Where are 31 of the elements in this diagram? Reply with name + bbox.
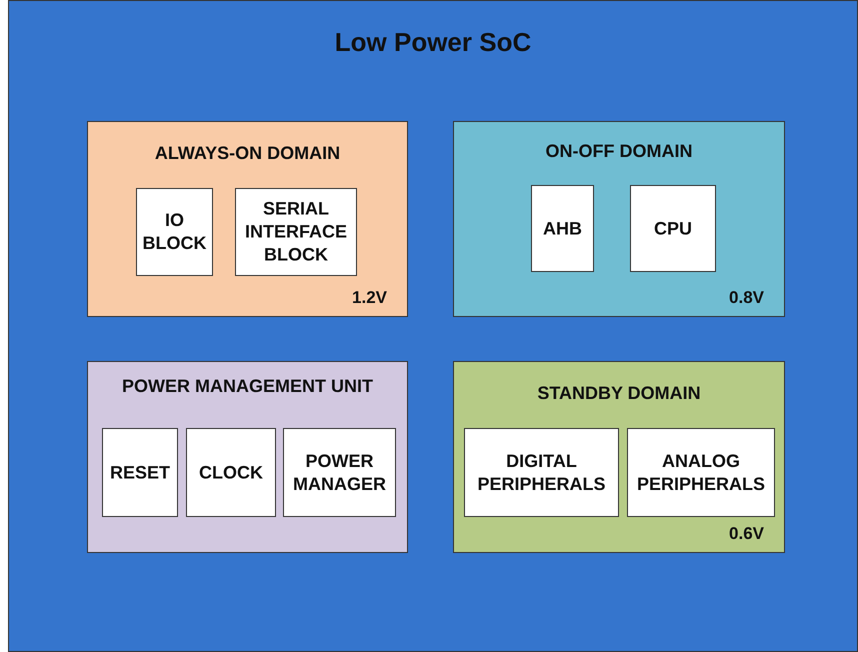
domain-title: ALWAYS-ON DOMAIN xyxy=(154,143,342,164)
domain-title: ON-OFF DOMAIN xyxy=(544,141,694,162)
block-box xyxy=(283,428,396,517)
domain-box xyxy=(87,121,408,317)
voltage-label: 0.6V xyxy=(729,524,764,544)
block-box xyxy=(627,428,775,517)
block-box xyxy=(630,185,716,272)
domain-box xyxy=(453,361,785,553)
block-label: SERIAL INTERFACE BLOCK xyxy=(244,198,348,266)
block-box xyxy=(464,428,619,517)
node-title: Low Power SoC xyxy=(334,27,532,58)
block-label: AHB xyxy=(542,217,583,240)
block-label: IO BLOCK xyxy=(142,209,208,255)
voltage-label: 0.8V xyxy=(729,288,764,308)
block-label: CPU xyxy=(652,217,693,240)
domain-title: STANDBY DOMAIN xyxy=(536,383,702,404)
soc-box xyxy=(8,0,858,652)
block-label: ANALOG PERIPHERALS xyxy=(636,450,766,496)
domain-title: POWER MANAGEMENT UNIT xyxy=(121,376,374,397)
block-box xyxy=(102,428,178,517)
block-label: CLOCK xyxy=(198,461,264,484)
block-box xyxy=(531,185,594,272)
domain-box xyxy=(453,121,785,317)
block-label: RESET xyxy=(108,461,171,484)
domain-box xyxy=(87,361,408,553)
block-box xyxy=(235,188,357,276)
block-label: POWER MANAGER xyxy=(292,450,387,496)
block-label: DIGITAL PERIPHERALS xyxy=(476,450,607,496)
voltage-label: 1.2V xyxy=(352,288,387,308)
block-box xyxy=(186,428,276,517)
block-box xyxy=(136,188,213,276)
